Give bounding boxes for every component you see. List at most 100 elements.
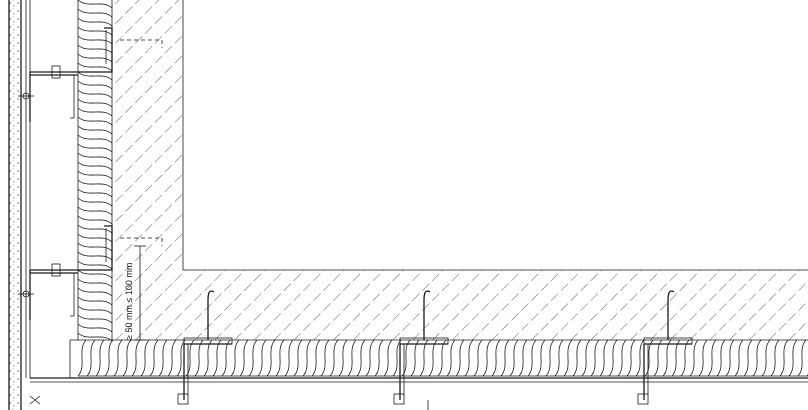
insulation-wave — [761, 339, 771, 377]
insulation-wave — [140, 339, 150, 377]
insulation-wave — [77, 8, 113, 18]
insulation-wave — [77, 197, 113, 207]
insulation-wave — [167, 339, 177, 377]
insulation-wave — [689, 339, 699, 377]
insulation-wave — [572, 339, 582, 377]
insulation-wave — [77, 143, 113, 153]
insulation-wave — [77, 188, 113, 198]
insulation-wave — [590, 339, 600, 377]
insulation-wave — [518, 339, 528, 377]
insulation-wave — [77, 251, 113, 261]
insulation-wave — [671, 339, 681, 377]
insulation-wave — [554, 339, 564, 377]
insulation-wave — [77, 62, 113, 72]
insulation-wave — [752, 339, 762, 377]
insulation-wave — [617, 339, 627, 377]
anchor-group — [168, 290, 693, 405]
concrete-wall-hatch — [112, 0, 808, 340]
insulation-wave — [77, 314, 113, 324]
insulation-wave — [599, 339, 609, 377]
insulation-wave — [320, 339, 330, 377]
insulation-wave — [77, 323, 113, 333]
insulation-wave — [473, 339, 483, 377]
insulation-wave — [680, 339, 690, 377]
insulation-wave — [383, 339, 393, 377]
insulation-wave — [347, 339, 357, 377]
insulation-wave — [77, 98, 113, 108]
insulation-wave — [248, 339, 258, 377]
insulation-wave — [185, 339, 195, 377]
insulation-wave — [455, 339, 465, 377]
insulation-wave — [131, 339, 141, 377]
insulation-wave — [77, 53, 113, 63]
insulation-wave — [158, 339, 168, 377]
insulation-wave — [149, 339, 159, 377]
insulation-wave — [527, 339, 537, 377]
insulation-wave — [482, 339, 492, 377]
insulation-wave — [77, 161, 113, 171]
insulation-wave — [734, 339, 744, 377]
concrete-outline — [182, 0, 808, 271]
insulation-wave — [338, 339, 348, 377]
vertical-insulation-layer — [77, 0, 113, 342]
insulation-wave — [275, 339, 285, 377]
insulation-wave — [77, 242, 113, 252]
insulation-wave — [230, 339, 240, 377]
insulation-wave — [770, 339, 780, 377]
insulation-wave — [284, 339, 294, 377]
insulation-wave — [446, 339, 456, 377]
anchor-bolt — [168, 290, 233, 405]
insulation-wave — [221, 339, 231, 377]
insulation-wave — [86, 339, 96, 377]
insulation-wave — [329, 339, 339, 377]
insulation-wave — [113, 339, 123, 377]
insulation-wave — [77, 296, 113, 306]
insulation-wave — [77, 339, 87, 377]
insulation-wave — [77, 260, 113, 270]
insulation-wave — [644, 339, 654, 377]
insulation-wave — [239, 339, 249, 377]
insulation-wave — [365, 339, 375, 377]
insulation-wave — [374, 339, 384, 377]
insulation-wave — [437, 339, 447, 377]
plaster-strip — [9, 0, 21, 410]
insulation-wave — [77, 206, 113, 216]
insulation-wave — [428, 339, 438, 377]
insulation-wave — [77, 17, 113, 27]
insulation-wave — [302, 339, 312, 377]
insulation-wave — [77, 179, 113, 189]
dimension-label: ≥ 50 mm ≤ 100 mm — [124, 263, 134, 340]
insulation-wave — [743, 339, 753, 377]
insulation-wave — [77, 116, 113, 126]
insulation-wave — [77, 125, 113, 135]
insulation-wave — [626, 339, 636, 377]
insulation-wave — [662, 339, 672, 377]
insulation-wave — [797, 339, 807, 377]
insulation-wave — [77, 332, 113, 342]
insulation-wave — [563, 339, 573, 377]
bracket-lower — [18, 225, 163, 320]
insulation-wave — [194, 339, 204, 377]
insulation-wave — [536, 339, 546, 377]
insulation-wave — [698, 339, 708, 377]
insulation-wave — [401, 339, 411, 377]
dimension-marker — [134, 245, 146, 341]
insulation-wave — [77, 35, 113, 45]
insulation-wave — [77, 44, 113, 54]
insulation-wave — [77, 89, 113, 99]
insulation-wave — [608, 339, 618, 377]
insulation-wave — [419, 339, 429, 377]
insulation-wave — [311, 339, 321, 377]
insulation-wave — [77, 233, 113, 243]
insulation-wave — [491, 339, 501, 377]
insulation-wave — [779, 339, 789, 377]
horizontal-insulation-layer — [77, 339, 808, 377]
insulation-wave — [293, 339, 303, 377]
insulation-wave — [77, 26, 113, 36]
insulation-wave — [212, 339, 222, 377]
insulation-wave — [77, 215, 113, 225]
insulation-wave — [500, 339, 510, 377]
insulation-wave — [716, 339, 726, 377]
insulation-wave — [77, 269, 113, 279]
